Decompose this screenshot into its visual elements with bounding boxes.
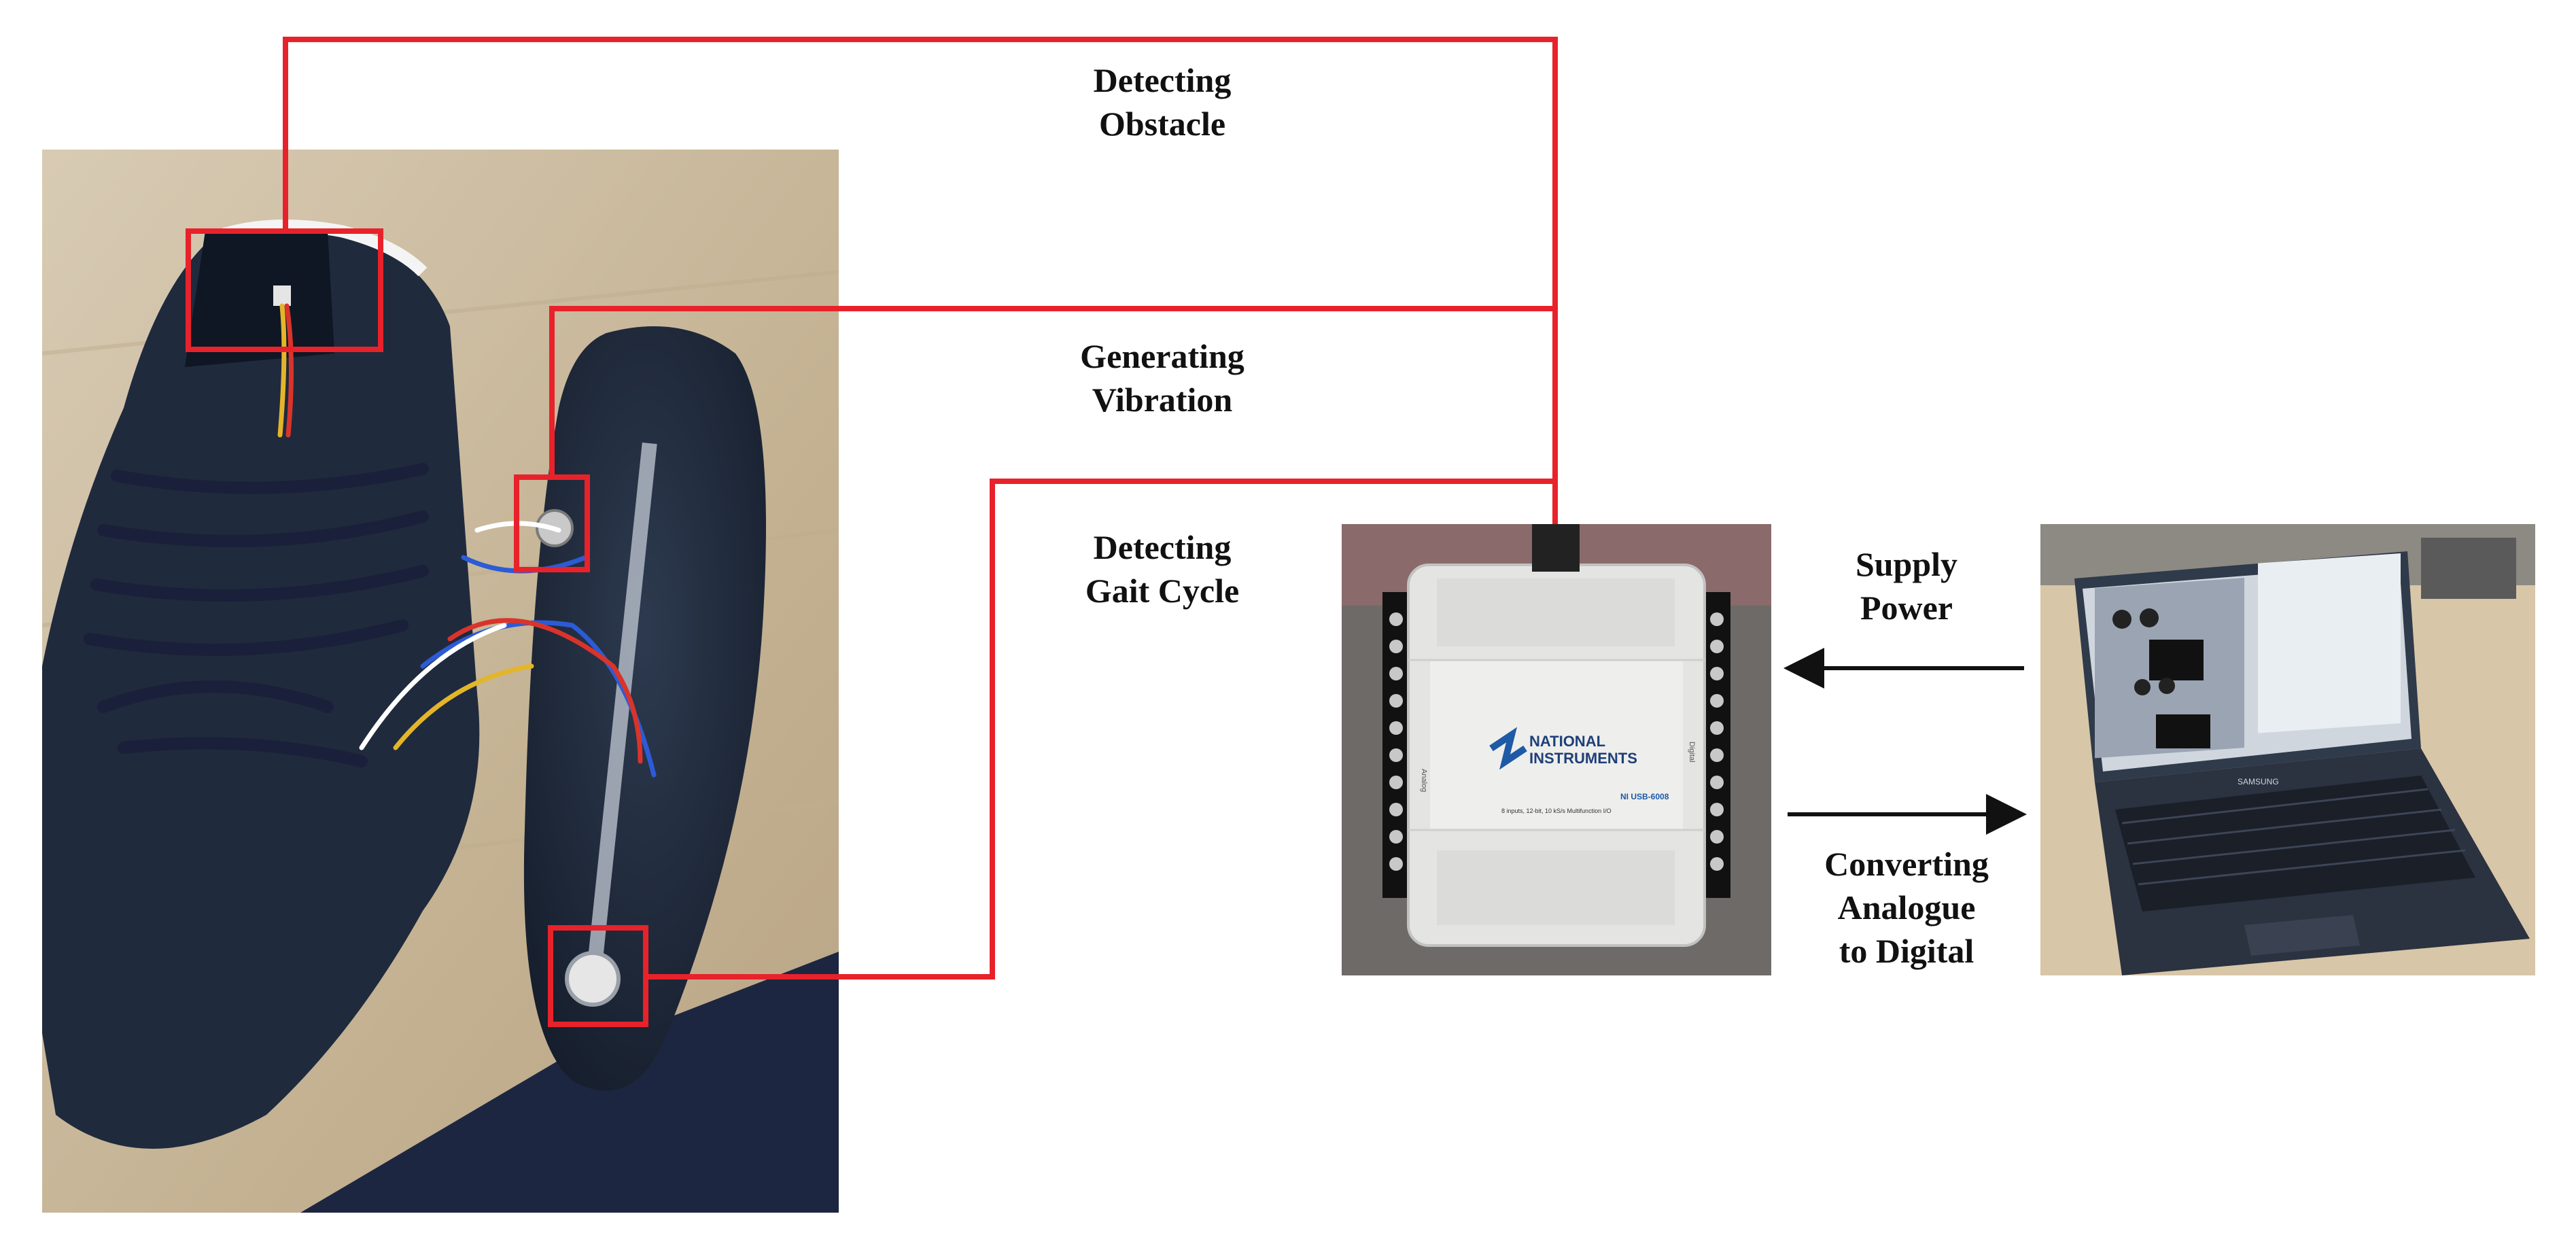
daq-brand-line2: INSTRUMENTS	[1529, 750, 1637, 767]
daq-device-photo: NATIONAL INSTRUMENTS NI USB-6008 8 input…	[1342, 524, 1771, 975]
label-supply-power: Supply Power	[1855, 545, 1958, 627]
daq-spec: 8 inputs, 12-bit, 10 kS/s Multifunction …	[1501, 808, 1612, 814]
smart-shoe-photo	[42, 150, 839, 1213]
label-generating-vibration: Generating Vibration	[1080, 337, 1245, 419]
daq-right-side-label: Digital	[1688, 742, 1696, 763]
laptop-photo: SAMSUNG	[2040, 524, 2535, 975]
laptop-brand: SAMSUNG	[2238, 777, 2279, 786]
daq-brand-line1: NATIONAL	[1529, 733, 1605, 750]
daq-model: NI USB-6008	[1620, 792, 1669, 801]
label-detecting-obstacle: Detecting Obstacle	[1093, 61, 1232, 143]
daq-left-side-label: Analog	[1420, 769, 1428, 792]
label-detecting-gait-cycle: Detecting Gait Cycle	[1085, 528, 1240, 610]
label-converting-analogue-to-digital: Converting Analogue to Digital	[1824, 845, 1989, 970]
